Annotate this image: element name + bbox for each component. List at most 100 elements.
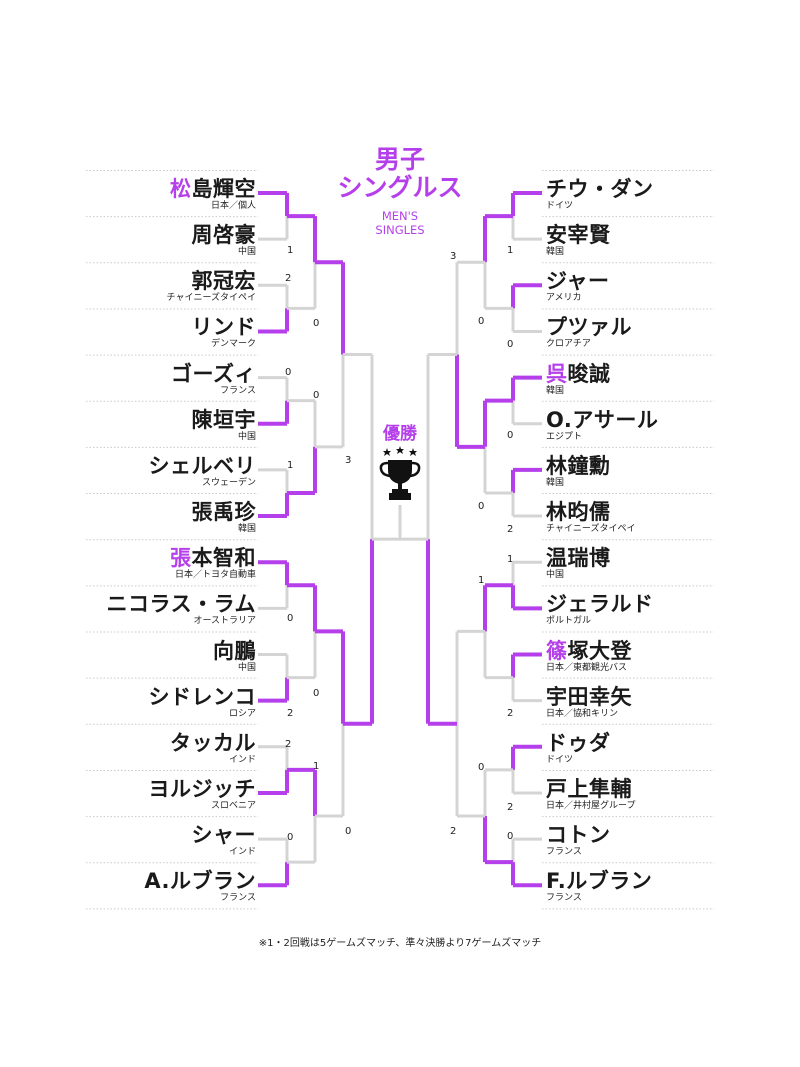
player-country: インド — [228, 754, 256, 765]
player-name: 向鵬 — [213, 639, 256, 663]
score-left-r1: 0 — [287, 832, 294, 843]
player-left-9: 張本智和日本／トヨタ自動車 — [60, 540, 256, 586]
player-name-text: ジェラルド — [546, 592, 654, 617]
player-name-text: 向鵬 — [213, 638, 256, 663]
player-name-text: 宇田幸矢 — [546, 684, 632, 709]
player-left-16: A.ルブランフランス — [60, 863, 256, 909]
player-name-text: 本智和 — [191, 546, 256, 571]
player-right-14: 戸上隼輔日本／井村屋グループ — [546, 771, 746, 817]
player-name-highlight: 呉 — [546, 361, 568, 386]
player-name: 宇田幸矢 — [546, 685, 632, 709]
player-name-text: ヨルジッチ — [148, 776, 256, 801]
player-name-text: F.ルブラン — [546, 869, 653, 894]
player-right-3: ジャーアメリカ — [546, 263, 746, 309]
player-name: チウ・ダン — [546, 177, 654, 201]
score-right-r1: 1 — [507, 554, 514, 565]
player-name: コトン — [546, 823, 611, 847]
player-name-text: 陳垣宇 — [191, 407, 256, 432]
player-name-text: ジャー — [546, 269, 610, 294]
player-country: オーストラリア — [193, 616, 256, 627]
score-right-r2: 0 — [478, 316, 485, 327]
player-name: 松島輝空 — [170, 177, 256, 201]
player-name-highlight: 篠 — [546, 638, 568, 663]
player-left-7: シェルベリスウェーデン — [60, 448, 257, 494]
player-name: A.ルブラン — [144, 869, 256, 893]
player-right-9: 温瑞博中国 — [546, 540, 746, 586]
score-left-r1: 2 — [287, 708, 294, 719]
player-left-12: シドレンコロシア — [60, 679, 257, 725]
player-right-6: O.アサールエジプト — [546, 402, 746, 448]
player-name-text: リンド — [191, 315, 256, 340]
score-left-r1: 1 — [287, 245, 294, 256]
score-right-r1: 0 — [507, 831, 514, 842]
player-right-4: プツァルクロアチア — [546, 309, 746, 355]
player-country: 日本／東都観光バス — [546, 662, 628, 673]
player-name-text: ニコラス・ラム — [106, 592, 256, 617]
player-country: エジプト — [546, 431, 583, 442]
player-name: 林鐘勳 — [546, 454, 611, 478]
player-name: 安宰賢 — [546, 223, 611, 247]
player-country: フランス — [220, 893, 256, 904]
player-name-text: 林鐘勳 — [546, 453, 611, 478]
player-right-11: 篠塚大登日本／東都観光バス — [546, 633, 746, 679]
player-country: 韓国 — [546, 477, 565, 488]
player-country: 韓国 — [546, 385, 565, 396]
footnote: ※1・2回戦は5ゲームズマッチ、準々決勝より7ゲームズマッチ — [258, 938, 542, 949]
player-country: クロアチア — [546, 339, 591, 350]
player-name: 周啓豪 — [192, 223, 257, 247]
player-country: ドイツ — [546, 201, 574, 211]
player-left-2: 周啓豪中国 — [60, 217, 257, 263]
player-name: O.アサール — [546, 408, 658, 432]
score-left-r2: 1 — [313, 761, 320, 772]
player-right-13: ドゥダドイツ — [546, 725, 746, 771]
player-left-14: ヨルジッチスロベニア — [60, 771, 257, 817]
player-left-1: 松島輝空日本／個人 — [60, 171, 256, 217]
player-left-15: シャーインド — [60, 817, 257, 863]
player-country: ドイツ — [546, 754, 574, 765]
player-name: 篠塚大登 — [546, 639, 632, 663]
player-name: ニコラス・ラム — [107, 592, 256, 616]
score-left-r1: 0 — [285, 367, 292, 378]
player-name: 呉晙誠 — [546, 362, 611, 386]
score-left-r1: 1 — [287, 460, 294, 471]
player-country: ロシア — [228, 708, 256, 719]
score-left-r1: 2 — [285, 273, 292, 284]
title-japanese: 男子シングルス — [337, 145, 463, 202]
player-country: 中国 — [237, 431, 256, 442]
player-name-text: チウ・ダン — [546, 177, 654, 201]
player-name-text: シェルベリ — [148, 453, 256, 478]
player-left-5: ゴーズィフランス — [60, 356, 256, 402]
player-name: 温瑞博 — [546, 546, 611, 570]
player-country: スロベニア — [210, 800, 256, 811]
player-country: アメリカ — [546, 293, 582, 304]
player-name: 張禹珍 — [192, 500, 257, 524]
score-right-r2: 1 — [478, 575, 485, 586]
player-name: リンド — [192, 315, 257, 339]
player-country: 中国 — [237, 662, 256, 673]
player-left-8: 張禹珍韓国 — [60, 494, 257, 540]
player-right-16: F.ルブランフランス — [546, 863, 746, 909]
player-name-highlight: 松 — [170, 177, 192, 201]
player-left-13: タッカルインド — [60, 725, 256, 771]
player-name-text: 温瑞博 — [546, 546, 611, 571]
player-country: 韓国 — [237, 524, 256, 535]
score-left-r2: 0 — [313, 318, 320, 329]
player-name-text: シャー — [191, 823, 256, 848]
player-country: 韓国 — [546, 247, 565, 258]
player-name-text: 晙誠 — [567, 361, 611, 386]
player-name-text: A.ルブラン — [144, 869, 256, 894]
player-name-text: O.アサール — [546, 407, 659, 432]
player-name: シドレンコ — [149, 685, 257, 709]
player-name-text: ゴーズィ — [171, 361, 256, 386]
player-name-text: 戸上隼輔 — [546, 776, 632, 801]
score-right-r3: 3 — [450, 251, 457, 262]
player-country: 日本／協和キリン — [546, 708, 619, 719]
player-name: シャー — [192, 823, 257, 847]
player-country: 日本／個人 — [210, 201, 256, 211]
score-left-r1: 0 — [287, 613, 294, 624]
player-name: 陳垣宇 — [192, 408, 257, 432]
player-right-8: 林昀儒チャイニーズタイペイ — [546, 494, 746, 540]
player-name: 張本智和 — [170, 546, 256, 570]
score-left-r3: 3 — [345, 455, 352, 466]
